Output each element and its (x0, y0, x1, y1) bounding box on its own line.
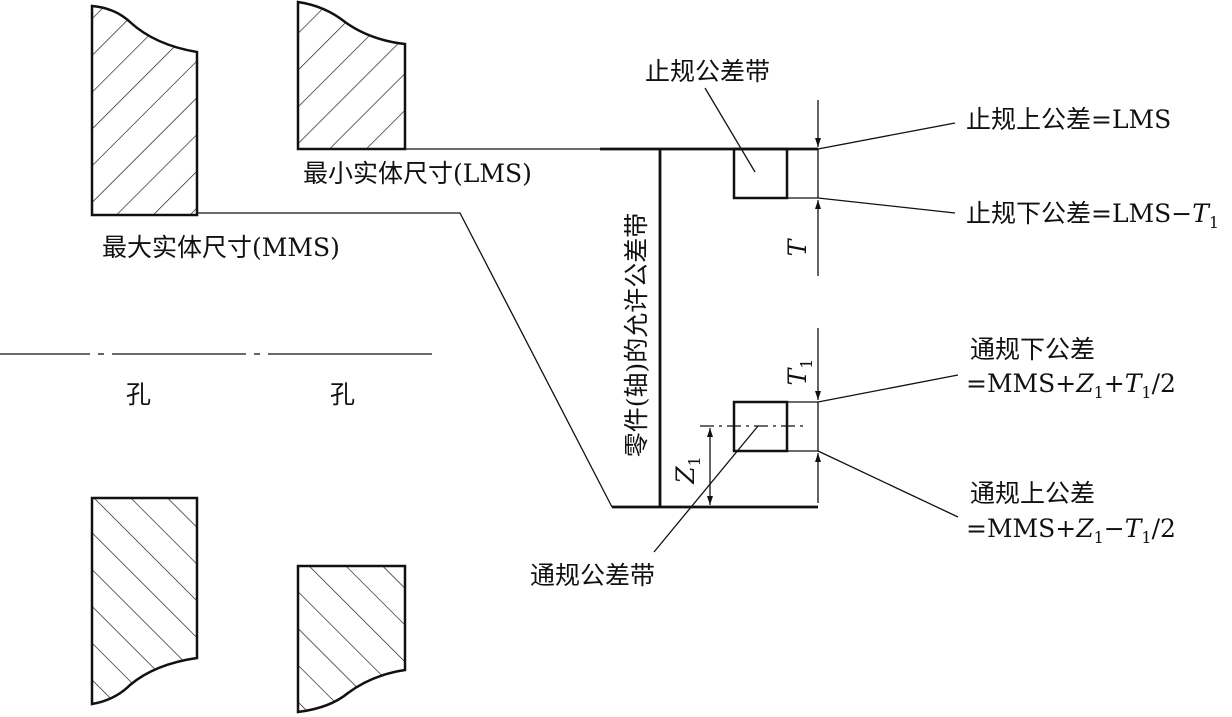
hole-wall-bottom-left (90, 496, 199, 706)
hole-label-left: 孔 (126, 380, 151, 409)
symbol-T1: T1 (783, 359, 816, 386)
go-lower-tolerance-formula: =MMS+Z1+T1/2 (966, 369, 1176, 402)
svg-text:Z1: Z1 (671, 456, 704, 485)
annotation-leaders (653, 87, 959, 553)
hole-wall-top-right (296, 0, 407, 151)
go-upper-tolerance-title: 通规上公差 (970, 479, 1095, 508)
part-tolerance-band-label: 零件(轴)的允许公差带 (622, 213, 651, 458)
go-band-label: 通规公差带 (530, 561, 655, 590)
hole-wall-top-left (90, 4, 199, 217)
hole-label-right: 孔 (330, 380, 355, 409)
no-go-lower-tolerance-label: 止规下公差=LMS−T1 (966, 199, 1219, 232)
no-go-gauge-zone (732, 147, 818, 200)
symbol-T: T (783, 237, 812, 256)
lms-label: 最小实体尺寸(LMS) (303, 159, 532, 188)
symbol-Z1: Z1 (671, 456, 704, 485)
svg-text:T1: T1 (783, 359, 816, 386)
go-gauge-zone (700, 400, 818, 453)
no-go-upper-tolerance-label: 止规上公差=LMS (966, 105, 1171, 134)
no-go-band-label: 止规公差带 (645, 57, 770, 86)
mms-extension-line (197, 212, 613, 508)
go-lower-tolerance-title: 通规下公差 (970, 335, 1095, 364)
mms-label: 最大实体尺寸(MMS) (102, 233, 340, 262)
go-upper-tolerance-formula: =MMS+Z1−T1/2 (966, 514, 1176, 547)
hole-wall-bottom-right (296, 564, 407, 714)
